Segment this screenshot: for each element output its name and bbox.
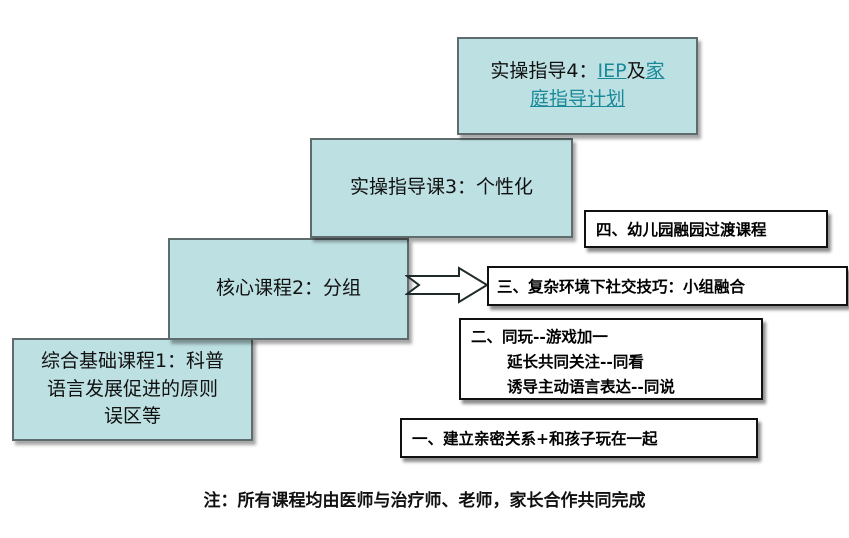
step-box-practice-course-3: 实操指导课3：个性化 — [310, 138, 573, 238]
step4-prefix: 实操指导4： — [490, 60, 598, 83]
family-plan-link-part1[interactable]: 家 — [645, 60, 665, 83]
note1-text: 一、建立亲密关系+和孩子玩在一起 — [412, 429, 658, 448]
step1-line3: 误区等 — [103, 405, 161, 428]
note2-line1: 二、同玩--游戏加一 — [471, 327, 608, 346]
note-close-relationship: 一、建立亲密关系+和孩子玩在一起 — [400, 418, 758, 458]
iep-link[interactable]: IEP — [597, 60, 627, 83]
note-kindergarten-transition: 四、幼儿园融园过渡课程 — [584, 210, 828, 248]
step1-line2: 语言发展促进的原则 — [46, 377, 218, 400]
step2-label: 核心课程2：分组 — [215, 277, 362, 300]
step-box-core-course: 核心课程2：分组 — [168, 238, 409, 340]
family-plan-link-part2[interactable]: 庭指导计划 — [529, 88, 625, 110]
note-play-together: 二、同玩--游戏加一 延长共同关注--同看 诱导主动语言表达--同说 — [459, 318, 763, 400]
step3-label: 实操指导课3：个性化 — [349, 176, 534, 199]
note4-text: 四、幼儿园融园过渡课程 — [596, 220, 767, 239]
note2-line2: 延长共同关注--同看 — [507, 352, 644, 371]
step-box-basic-course: 综合基础课程1：科普 语言发展促进的原则 误区等 — [12, 338, 253, 441]
step4-and: 及 — [626, 60, 646, 83]
note-social-skills: 三、复杂环境下社交技巧：小组融合 — [487, 266, 848, 306]
note3-text: 三、复杂环境下社交技巧：小组融合 — [497, 277, 746, 296]
step1-line1: 综合基础课程1：科普 — [40, 350, 225, 373]
right-arrow-icon — [405, 266, 489, 304]
step-box-practice-course-4: 实操指导4：IEP及家 庭指导计划 — [457, 37, 698, 135]
note2-line3: 诱导主动语言表达--同说 — [507, 377, 675, 396]
footnote: 注：所有课程均由医师与治疗师、老师，家长合作共同完成 — [203, 491, 646, 511]
